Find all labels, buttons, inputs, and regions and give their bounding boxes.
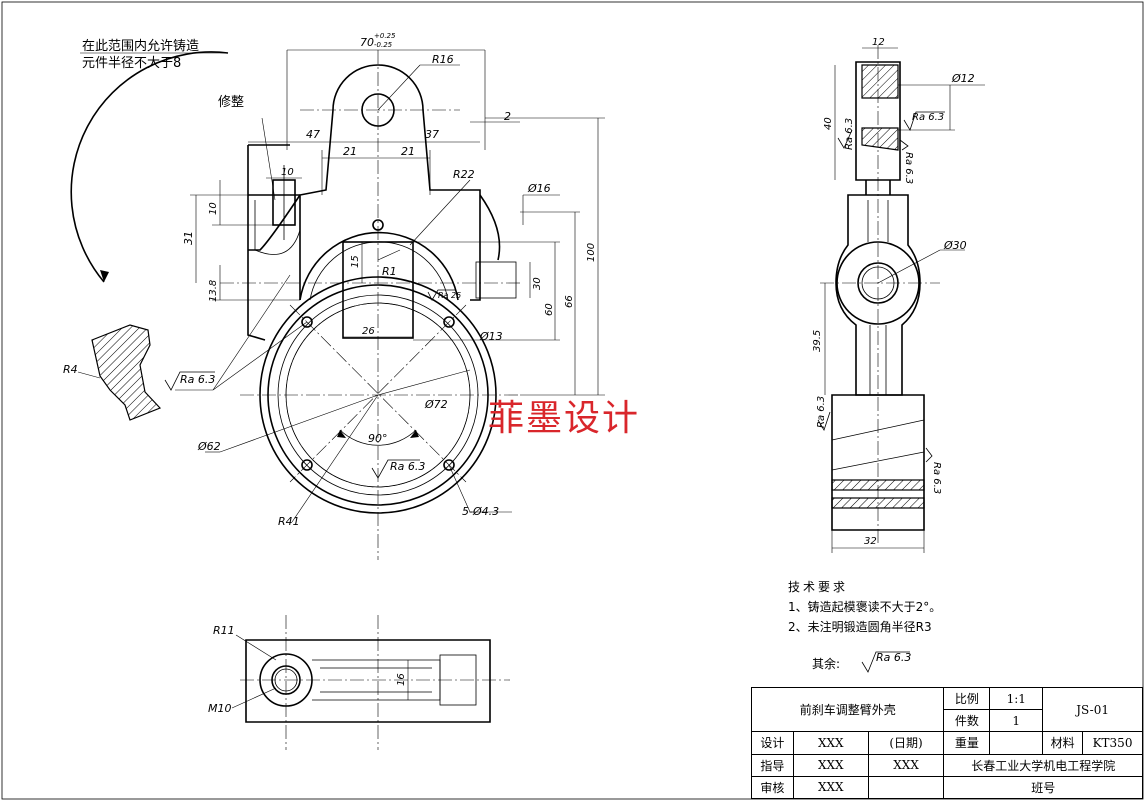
- guide-value-2: XXX: [867, 753, 945, 777]
- dim-30: 30: [532, 277, 543, 290]
- dim-66: 66: [564, 295, 575, 308]
- school-name: 长春工业大学机电工程学院: [943, 753, 1143, 777]
- ra-side-2: Ra 6.3: [912, 112, 944, 123]
- count-value: 1: [989, 709, 1044, 733]
- phi16-label: Ø16: [527, 182, 551, 195]
- guide-value-1: XXX: [792, 753, 869, 777]
- drawing-code: JS-01: [1042, 686, 1143, 733]
- phi62-label: Ø62: [197, 440, 221, 453]
- dim-16: 16: [396, 673, 407, 686]
- section-r4: [77, 324, 162, 421]
- r1-label: R1: [382, 265, 397, 278]
- remaining-label: 其余:: [812, 657, 841, 671]
- count-label: 件数: [943, 709, 991, 733]
- ra25-label: Ra 25: [438, 291, 461, 300]
- labels: 在此范围内允许铸造 元件半径不大于8 修整 R4 R16 R22 R1 R41 …: [63, 32, 975, 715]
- dim-39-5: 39.5: [812, 330, 823, 352]
- phi12-label: Ø12: [951, 72, 975, 85]
- dim-2: 2: [504, 110, 511, 123]
- phi13-label: Ø13: [479, 330, 503, 343]
- review-label: 审核: [751, 775, 794, 800]
- dim-13-8: 13.8: [208, 280, 219, 302]
- trim-label: 修整: [218, 95, 244, 110]
- m10-label: M10: [208, 702, 232, 715]
- class-label: 班号: [943, 775, 1143, 800]
- remaining-roughness: 其余: Ra 6.3: [812, 651, 911, 672]
- cast-note-line1: 在此范围内允许铸造: [82, 38, 199, 54]
- dim-37: 37: [425, 128, 439, 141]
- notes-item-1: 1、铸造起模褒读不大于2°。: [788, 600, 942, 614]
- title-block: 前刹车调整臂外壳 比例 1:1 JS-01 件数 1 设计 XXX (日期) 重…: [750, 686, 1143, 800]
- phi72-label: Ø72: [424, 398, 448, 411]
- r16-label: R16: [432, 53, 454, 66]
- ra-front-bottom: Ra 6.3: [390, 460, 425, 473]
- r41-label: R41: [278, 515, 300, 528]
- dim-40: 40: [823, 117, 834, 130]
- date-label: (日期): [867, 731, 945, 755]
- review-blank: [867, 775, 945, 800]
- dim-47: 47: [306, 128, 320, 141]
- front-view: [70, 49, 605, 560]
- scale-label: 比例: [943, 686, 991, 711]
- ra-side-5: Ra 6.3: [931, 462, 942, 494]
- material-value: KT350: [1082, 731, 1143, 755]
- dim-26: 26: [362, 326, 375, 337]
- dim-31: 31: [182, 231, 195, 245]
- dim-15: 15: [350, 255, 361, 268]
- ra-side-3: Ra 6.3: [903, 152, 914, 184]
- design-value: XXX: [792, 731, 869, 755]
- bottom-view: [231, 615, 510, 750]
- notes-item-2: 2、未注明锻造圆角半径R3: [788, 620, 932, 634]
- weight-label: 重量: [943, 731, 991, 755]
- guide-label: 指导: [751, 753, 794, 777]
- part-name: 前刹车调整臂外壳: [750, 686, 945, 733]
- technical-requirements: 技术要求 1、铸造起模褒读不大于2°。 2、未注明锻造圆角半径R3: [788, 577, 941, 637]
- dim-100: 100: [586, 243, 597, 262]
- dim-70-tol-dn: -0.25: [374, 41, 393, 49]
- ra-side-4: Ra 6.3: [816, 396, 827, 428]
- material-label: 材料: [1042, 731, 1084, 755]
- remaining-ra: Ra 6.3: [876, 651, 912, 664]
- side-view: [817, 45, 985, 553]
- dim-21b: 21: [401, 145, 415, 158]
- design-label: 设计: [751, 731, 794, 755]
- cast-note-line2: 元件半径不大于8: [82, 56, 181, 71]
- notes-title: 技术要求: [788, 580, 849, 594]
- r4-label: R4: [63, 363, 78, 376]
- dim-70: 70: [360, 36, 374, 49]
- dim-12: 12: [872, 37, 885, 48]
- r11-label: R11: [213, 624, 235, 637]
- angle-90: 90°: [368, 432, 388, 445]
- holes-label: 5-Ø4.3: [462, 505, 499, 518]
- scale-value: 1:1: [989, 686, 1044, 711]
- dim-10a: 10: [281, 167, 294, 178]
- ra-side-1: Ra 6.3: [844, 118, 855, 150]
- review-value: XXX: [792, 775, 869, 800]
- dim-32: 32: [864, 536, 877, 547]
- ra-front-left: Ra 6.3: [180, 373, 215, 386]
- phi30-label: Ø30: [943, 239, 967, 252]
- dim-60: 60: [544, 303, 555, 316]
- watermark: 菲墨设计: [488, 398, 641, 439]
- r22-label: R22: [453, 168, 475, 181]
- dim-21a: 21: [343, 145, 357, 158]
- weight-value: [989, 731, 1044, 755]
- dim-70-tol-up: +0.25: [374, 32, 396, 40]
- dim-10b: 10: [208, 202, 219, 215]
